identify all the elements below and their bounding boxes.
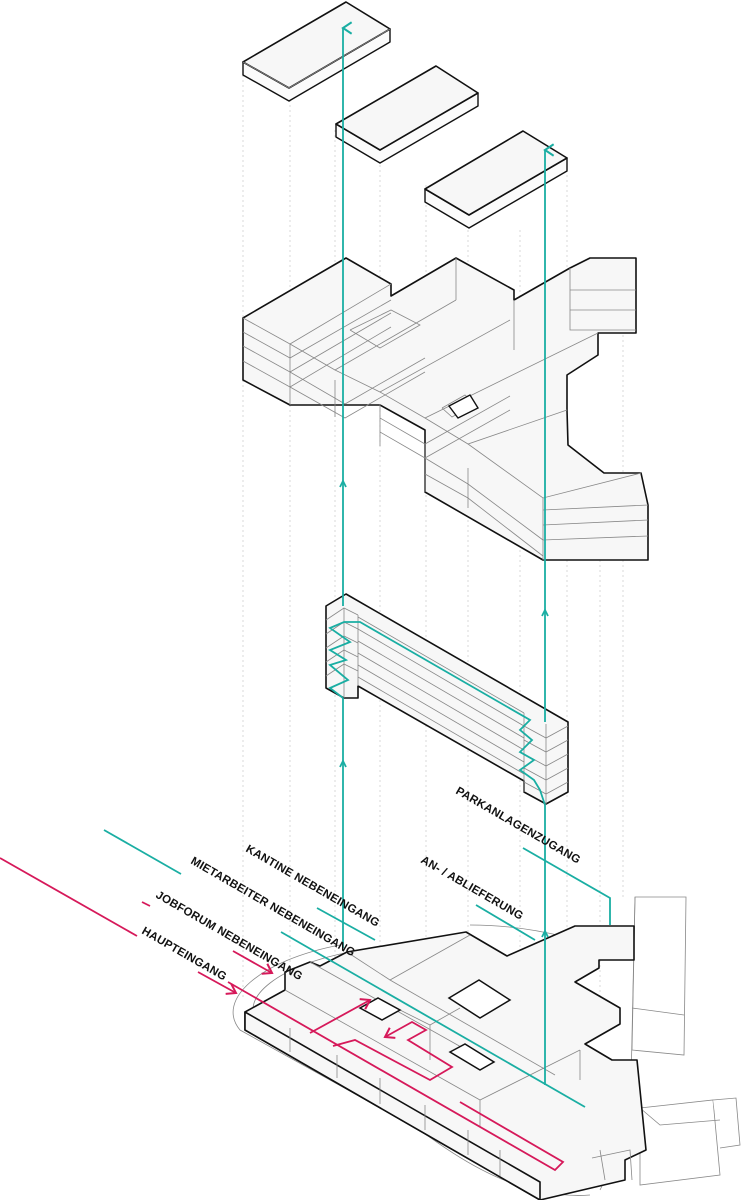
arrow-up-small-right [541, 607, 549, 617]
label-anlieferung: AN- / ABLIEFERUNG [419, 854, 526, 922]
jobforum-arrow [232, 950, 274, 975]
mitarbeiter-line [103, 829, 182, 875]
main-entrance-internal-path [227, 981, 565, 1172]
kantine-line [316, 907, 376, 941]
lobby-internal-path [332, 1020, 454, 1082]
roof-slab-3 [424, 130, 568, 229]
roof-slab-2 [335, 65, 479, 164]
arrow-up-small-left-2 [339, 478, 347, 488]
haupteingang-arrow [197, 971, 238, 995]
ramp-circulation-path [328, 621, 546, 806]
vertical-circulation [339, 21, 555, 1085]
parking-garage [325, 593, 569, 806]
label-kantine: KANTINE NEBENEINGANG [244, 843, 382, 930]
arrow-up-small-right-2 [541, 928, 549, 938]
haupteingang-line [0, 857, 138, 937]
entrance-lines [0, 829, 611, 1108]
label-jobforum: JOBFORUM NEBENEINGANG [154, 889, 305, 983]
roof-slabs [242, 1, 568, 229]
mitarbeiter-line-2 [280, 931, 586, 1108]
arrow-up-small-left [339, 758, 347, 768]
jobforum-tick [141, 901, 151, 907]
office-floors [242, 257, 649, 561]
jobforum-internal-path [309, 998, 372, 1034]
courtyard-3 [448, 1043, 496, 1071]
label-mitarbeiter: MIETARBEITER NEBENEINGANG [189, 855, 357, 959]
roof-slab-1 [242, 1, 391, 102]
label-parkanlage: PARKANLAGENZUGANG [454, 785, 583, 866]
parkanlage-line [522, 847, 611, 925]
neighbor-buildings [599, 896, 741, 1191]
anlieferung-line [475, 904, 536, 941]
courtyard-1 [447, 979, 512, 1019]
